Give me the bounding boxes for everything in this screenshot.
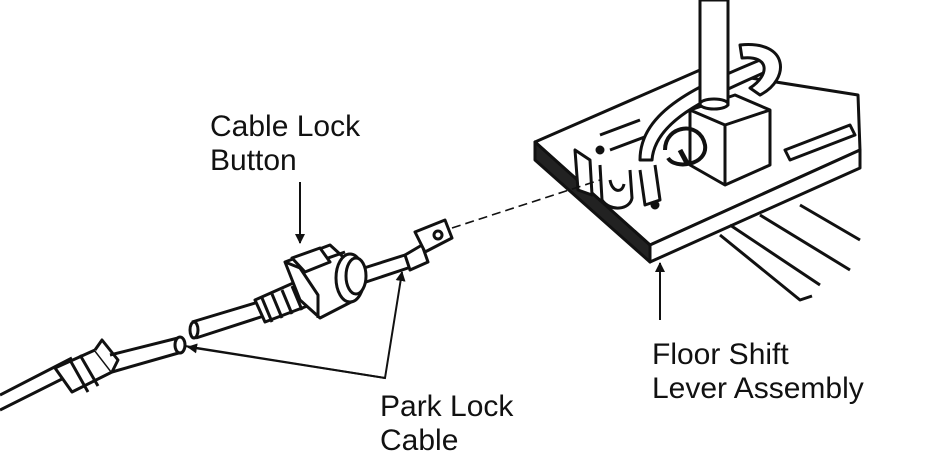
cable-lock-button-label-line1: Cable Lock [210,110,361,143]
floor-shift-lever-assembly-label-line1: Floor Shift [652,338,789,371]
park-lock-cable-label-line2: Cable [380,424,459,457]
floor-shift-lever-assembly-label-line2: Lever Assembly [652,372,864,405]
floor-shift-lever-assembly-label: Floor Shift Lever Assembly [652,338,864,406]
park-lock-cable-label-line1: Park Lock [380,390,514,423]
floor-shift-lever-assembly-drawing [533,0,862,302]
cable-lock-button-label: Cable Lock Button [210,110,360,178]
park-lock-cable-label: Park Lock Cable [380,390,513,458]
leader-arrows [184,182,665,380]
alignment-dashed-line [451,179,601,229]
arrow-park-lock-cable-left [187,343,386,379]
park-lock-cable-drawing [0,218,454,412]
cable-lock-button-label-line2: Button [210,144,297,177]
